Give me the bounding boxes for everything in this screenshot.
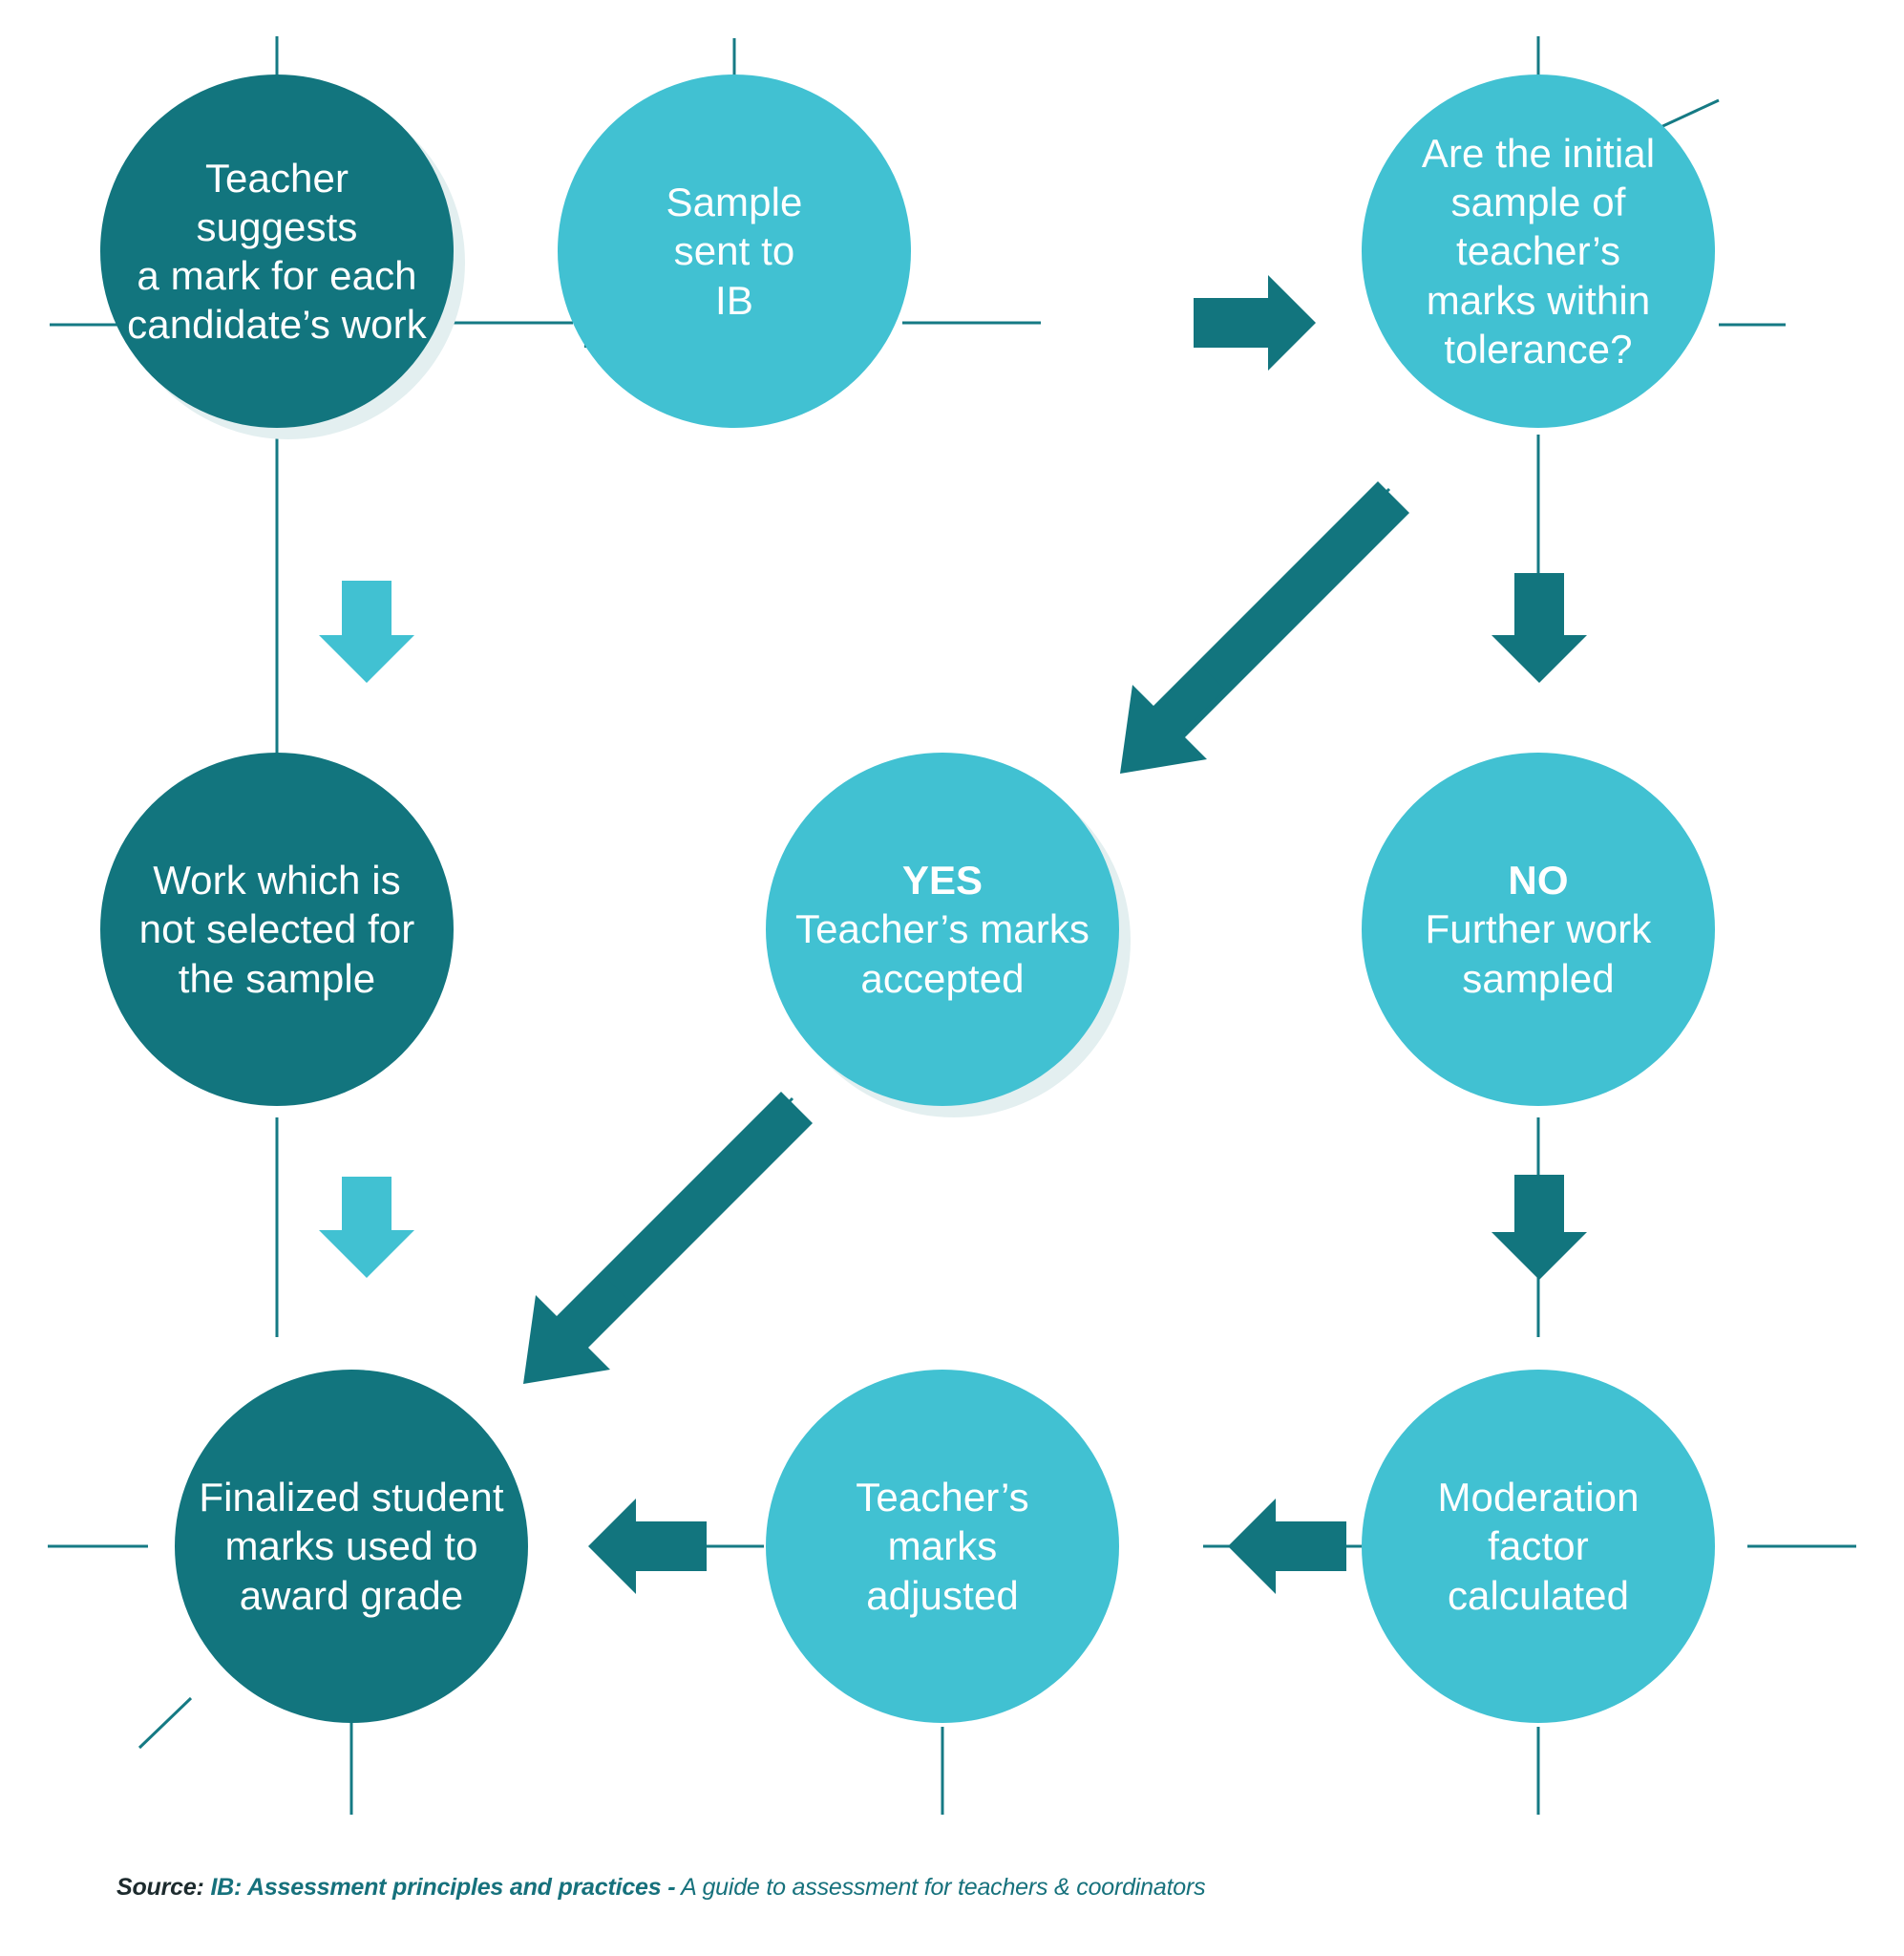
node-label-text: Further work sampled <box>1425 906 1652 1001</box>
arrow-adjusted-to-finalized <box>588 1499 707 1594</box>
node-emphasis: NO <box>1508 858 1569 904</box>
node-label: Finalized student marks used to award gr… <box>199 1475 504 1618</box>
arrow-moderation-to-adjusted <box>1228 1499 1346 1594</box>
arrow-sample-to-tolerance <box>1194 275 1316 371</box>
source-subtitle: A guide to assessment for teachers & coo… <box>681 1874 1206 1901</box>
guide-line-finalized-diagonal <box>138 1696 193 1750</box>
arrow-tolerance-to-no <box>1491 573 1587 683</box>
node-emphasis: YES <box>901 858 984 904</box>
arrow-tolerance-to-yes <box>1120 481 1409 774</box>
node-work-not-selected[interactable]: Work which is not selected for the sampl… <box>100 753 454 1106</box>
node-sample-sent-to-ib[interactable]: Sample sent to IB <box>558 74 911 428</box>
guide-line-tolerance-diagonal <box>1656 98 1720 131</box>
source-caption: Source: IB: Assessment principles and pr… <box>116 1874 1206 1902</box>
node-moderation-factor-calculated[interactable]: Moderation factor calculated <box>1362 1370 1715 1723</box>
node-label: Teacher suggests a mark for each candida… <box>127 155 427 348</box>
guide-lines <box>48 36 1856 1815</box>
arrow-teacher-to-work-not-selected <box>319 581 414 683</box>
node-label: Sample sent to IB <box>666 180 803 323</box>
node-marks-within-tolerance[interactable]: Are the initial sample of teacher’s mark… <box>1362 74 1715 428</box>
node-teacher-suggests-mark[interactable]: Teacher suggests a mark for each candida… <box>100 74 454 428</box>
node-label: Moderation factor calculated <box>1437 1475 1640 1618</box>
node-finalized-student-marks[interactable]: Finalized student marks used to award gr… <box>175 1370 528 1723</box>
arrow-yes-to-finalized <box>523 1092 813 1384</box>
node-label: Work which is not selected for the sampl… <box>138 858 415 1001</box>
source-title: IB: Assessment principles and practices … <box>210 1874 676 1901</box>
node-label: Teacher’s marks adjusted <box>856 1475 1029 1618</box>
source-prefix: Source: <box>116 1874 204 1901</box>
arrow-no-to-moderation <box>1491 1175 1587 1280</box>
node-teachers-marks-adjusted[interactable]: Teacher’s marks adjusted <box>766 1370 1119 1723</box>
arrow-work-not-selected-to-finalized <box>319 1177 414 1278</box>
node-label-text: Teacher’s marks accepted <box>794 906 1090 1001</box>
node-label: Are the initial sample of teacher’s mark… <box>1421 130 1656 372</box>
